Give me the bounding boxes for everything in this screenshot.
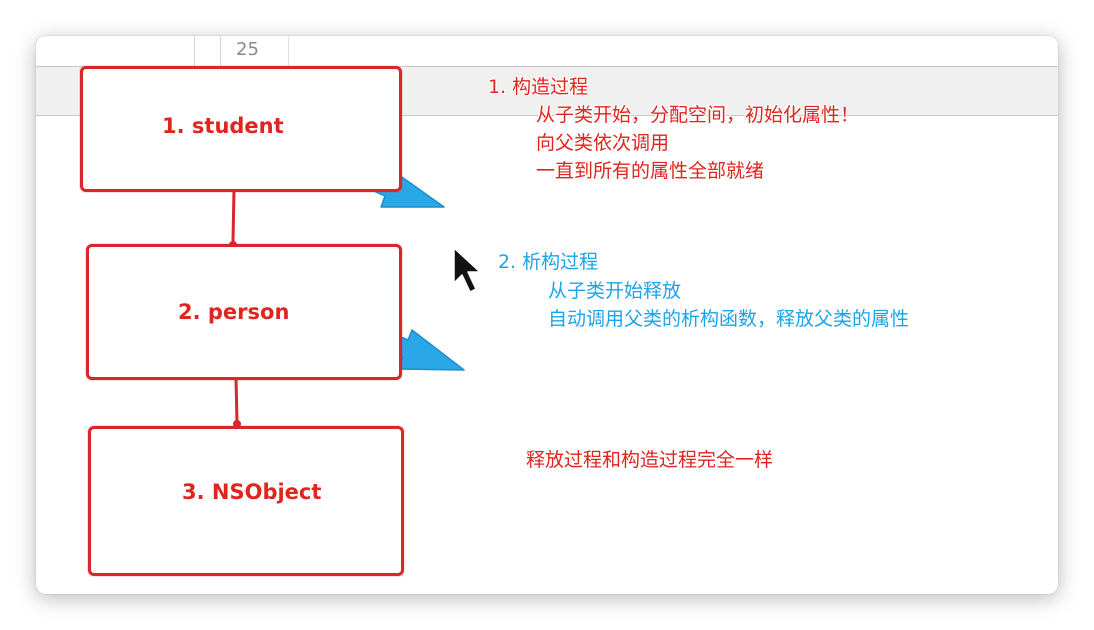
connector-person-nsobject (234, 377, 239, 423)
construction-title: 1. 构造过程 (488, 76, 589, 98)
gutter-divider (194, 36, 195, 66)
gutter-divider (220, 36, 221, 66)
class-box-nsobject (88, 426, 404, 576)
construction-line: 从子类开始，分配空间，初始化属性！ (536, 104, 860, 126)
destruction-title: 2. 析构过程 (498, 251, 599, 273)
destruction-line: 从子类开始释放 (548, 280, 682, 302)
box-label-person: 2. person (178, 300, 290, 324)
construction-line: 向父类依次调用 (536, 132, 670, 154)
box-label-student: 1. student (162, 114, 284, 138)
class-box-person (86, 244, 402, 380)
line-number: 25 (236, 39, 259, 60)
construction-line: 一直到所有的属性全部就绪 (536, 160, 765, 182)
connector-student-person (231, 189, 236, 243)
box-label-nsobject: 3. NSObject (182, 480, 322, 504)
summary-note: 释放过程和构造过程完全一样 (526, 449, 774, 471)
destruction-line: 自动调用父类的析构函数，释放父类的属性 (548, 308, 910, 330)
class-box-student (80, 66, 402, 192)
gutter-divider (288, 36, 289, 66)
editor-window: 25 1. student 2. person 3. NSObject 1. 构… (36, 36, 1058, 594)
